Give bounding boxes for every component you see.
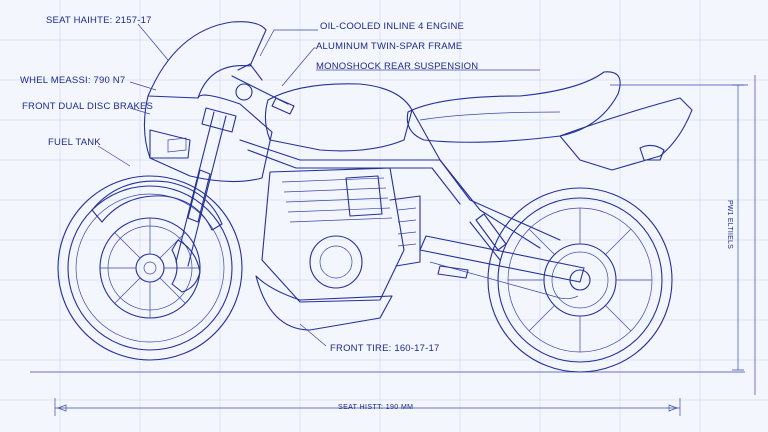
dimension-lines — [30, 75, 756, 416]
seat — [406, 71, 621, 143]
wheelbase-label: WHEL MEASSI: 790 N7 — [20, 75, 126, 86]
fuel-tank-label: FUEL TANK — [48, 137, 101, 148]
front-brakes-label: FRONT DUAL DISC BRAKES — [22, 101, 154, 112]
rear-suspension — [419, 213, 585, 300]
front-wheel — [57, 175, 243, 361]
seat-height-dimension-label: SEAT HISTT: 190 MM — [338, 404, 414, 411]
fuel-tank — [264, 83, 413, 152]
side-dimension-label: PW1 ELTIIELS — [726, 200, 733, 249]
front-tire-label: FRONT TIRE: 160-17-17 — [330, 343, 440, 354]
frame — [239, 109, 561, 249]
handlebar — [231, 63, 295, 115]
frame-label: ALUMINUM TWIN-SPAR FRAME — [316, 41, 463, 52]
seat-height-label: SEAT HAIHTE: 2157-17 — [46, 15, 152, 26]
front-fender — [91, 180, 223, 231]
tail-section — [559, 97, 693, 171]
lower-fairing — [255, 275, 393, 331]
engine — [261, 167, 421, 303]
leader-lines — [97, 23, 540, 347]
suspension-label: MONOSHOCK REAR SUSPENSION — [316, 61, 479, 72]
footpeg — [437, 265, 469, 279]
front-brake-caliper — [171, 239, 201, 293]
front-fork — [175, 107, 237, 267]
rear-wheel — [487, 187, 673, 373]
engine-label: OIL-COOLED INLINE 4 ENGINE — [320, 21, 465, 32]
fairing — [143, 21, 273, 183]
